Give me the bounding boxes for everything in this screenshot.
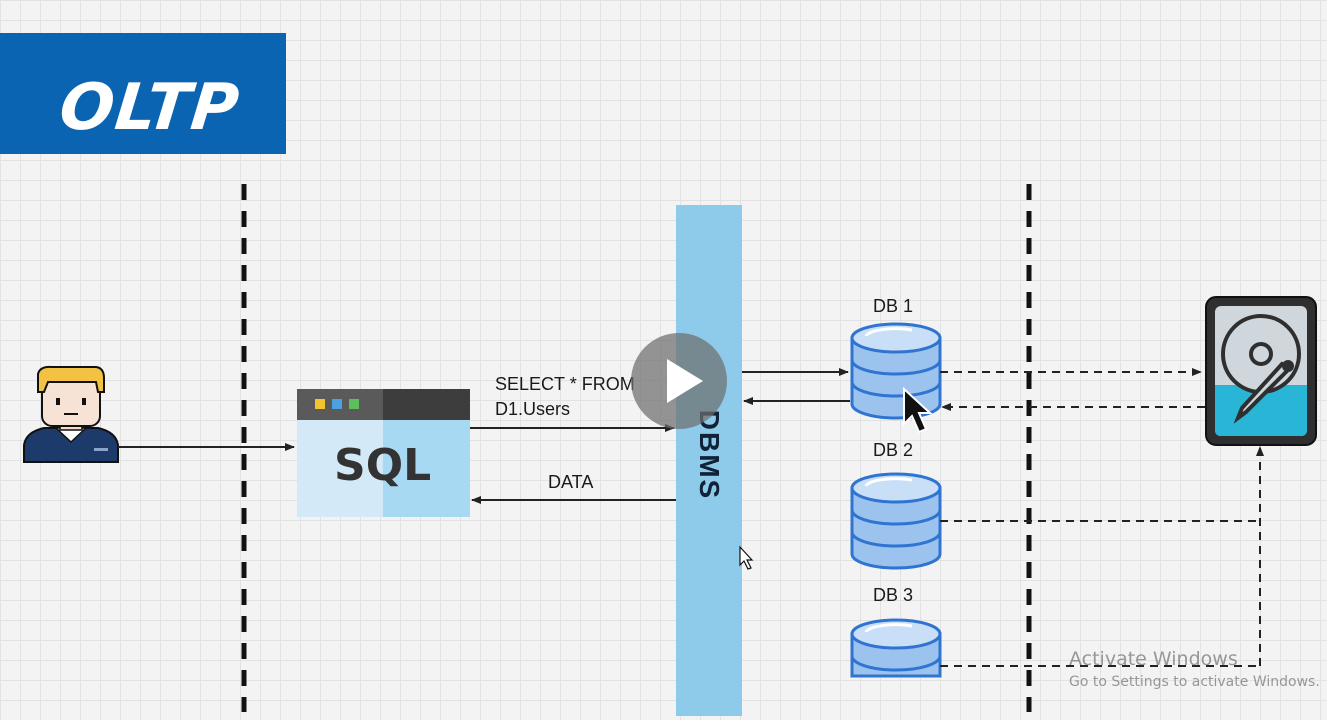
user-avatar-icon — [23, 365, 119, 463]
database-icon — [850, 618, 942, 678]
play-icon — [667, 359, 703, 403]
query-label-line2: D1.Users — [495, 399, 571, 419]
hard-drive-icon — [1205, 296, 1317, 446]
db3-label: DB 3 — [873, 585, 914, 605]
db2-label: DB 2 — [873, 440, 914, 460]
sql-window-icon — [297, 389, 470, 517]
dbms-bar — [676, 205, 742, 716]
mouse-cursor-icon — [903, 386, 933, 434]
watermark-title: Activate Windows — [1069, 648, 1238, 670]
data-label: DATA — [548, 472, 594, 492]
query-label-line1: SELECT * FROM — [495, 374, 635, 394]
database-icon — [850, 472, 942, 570]
title-banner: OLTP — [0, 33, 286, 154]
watermark-subtitle: Go to Settings to activate Windows. — [1069, 674, 1320, 690]
small-cursor-icon — [739, 545, 754, 570]
activation-watermark: Activate Windows Go to Settings to activ… — [1069, 648, 1320, 690]
database-icon — [850, 322, 942, 420]
db1-label: DB 1 — [873, 296, 914, 316]
play-button[interactable] — [631, 333, 727, 429]
sql-label: SQL — [334, 440, 432, 491]
